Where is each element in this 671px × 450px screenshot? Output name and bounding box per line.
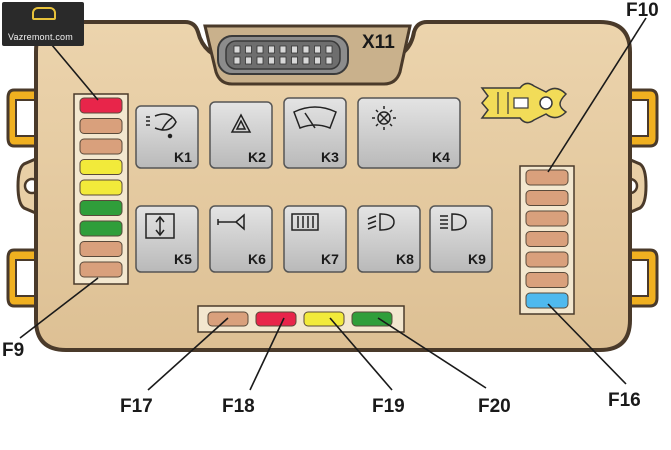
fuse-left-2 [79,118,123,134]
connector-pin [233,56,241,65]
fuse-bottom-3 [303,311,345,327]
relay-k9: K9 [429,205,493,273]
connector-pin [325,56,333,65]
relay-k8: K8 [357,205,421,273]
fuse-right-5 [525,251,569,268]
connector-pin [291,56,298,65]
fuse-bottom-4 [351,311,393,327]
label-f19: F19 [372,396,405,417]
relay-k1: K1 [135,105,199,169]
connector-pin [302,45,310,54]
watermark: Vazremont.com [2,2,84,46]
leader-lines [19,17,647,391]
connector-pin [256,45,264,54]
fuse-right-6 [525,272,569,288]
relay-label-k2: K2 [248,149,266,165]
relay-label-k3: K3 [321,149,339,165]
fuse-right-7 [525,292,569,309]
connector-pin [325,45,333,54]
relay-k7: K7 [283,205,347,273]
connector-pin [233,45,241,54]
connector-pins [233,45,333,65]
fuse-column-right [525,169,569,309]
fuse-right-4 [525,231,569,247]
fuse-right-1 [525,169,569,186]
fuse-right-2 [525,190,569,206]
window-lift-icon [145,213,175,239]
relay-k6: K6 [209,205,273,273]
connector-pin [314,56,321,65]
relay-label-k4: K4 [432,149,450,165]
connector-pin [268,56,275,65]
relay-label-k6: K6 [248,251,266,267]
connector-pin [314,45,321,54]
horn-icon [217,213,245,231]
relay-k3: K3 [283,97,347,169]
fuse-left-7 [79,220,123,237]
relay-label-k1: K1 [174,149,192,165]
windshield-wiper-icon [293,106,337,129]
label-f18: F18 [222,396,255,417]
connector-pin [279,45,287,54]
connector-pin [245,56,252,65]
fuse-left-4 [79,159,123,175]
fuse-left-6 [79,200,123,216]
fuse-left-9 [79,261,123,278]
fuse-left-8 [79,241,123,257]
fuse-column-left [79,97,123,278]
headlamp-washer-icon [146,113,177,139]
relay-label-k9: K9 [468,251,486,267]
label-f10: F10 [626,0,659,21]
fuse-left-1 [79,97,123,114]
car-icon [32,7,56,20]
connector-pin [256,56,264,65]
connector-pin [302,56,310,65]
label-f9: F9 [2,340,24,361]
relay-k2: K2 [209,101,273,169]
connector-pin [245,45,252,54]
relay-label-k8: K8 [396,251,414,267]
relay-label-k7: K7 [321,251,339,267]
label-f20: F20 [478,396,511,417]
lamp-warning-icon [372,106,396,130]
high-beam-icon [440,213,467,231]
low-beam-icon [367,213,395,231]
relay-k5: K5 [135,205,199,273]
fuse-left-5 [79,179,123,196]
connector-pin [291,45,298,54]
connector-x11 [203,24,412,86]
relay-k4: K4 [357,97,461,169]
fuse-right-3 [525,210,569,227]
hazard-triangle-icon [230,113,252,133]
watermark-text: Vazremont.com [8,32,73,42]
label-f16: F16 [608,390,641,411]
rear-defroster-icon [291,213,319,231]
connector-pin [279,56,287,65]
label-f17: F17 [120,396,153,417]
fuse-bottom-2 [255,311,297,327]
connector-pin [268,45,275,54]
fuse-left-3 [79,138,123,155]
fuse-puller [480,82,568,124]
connector-label: X11 [362,32,395,53]
relay-label-k5: K5 [174,251,192,267]
